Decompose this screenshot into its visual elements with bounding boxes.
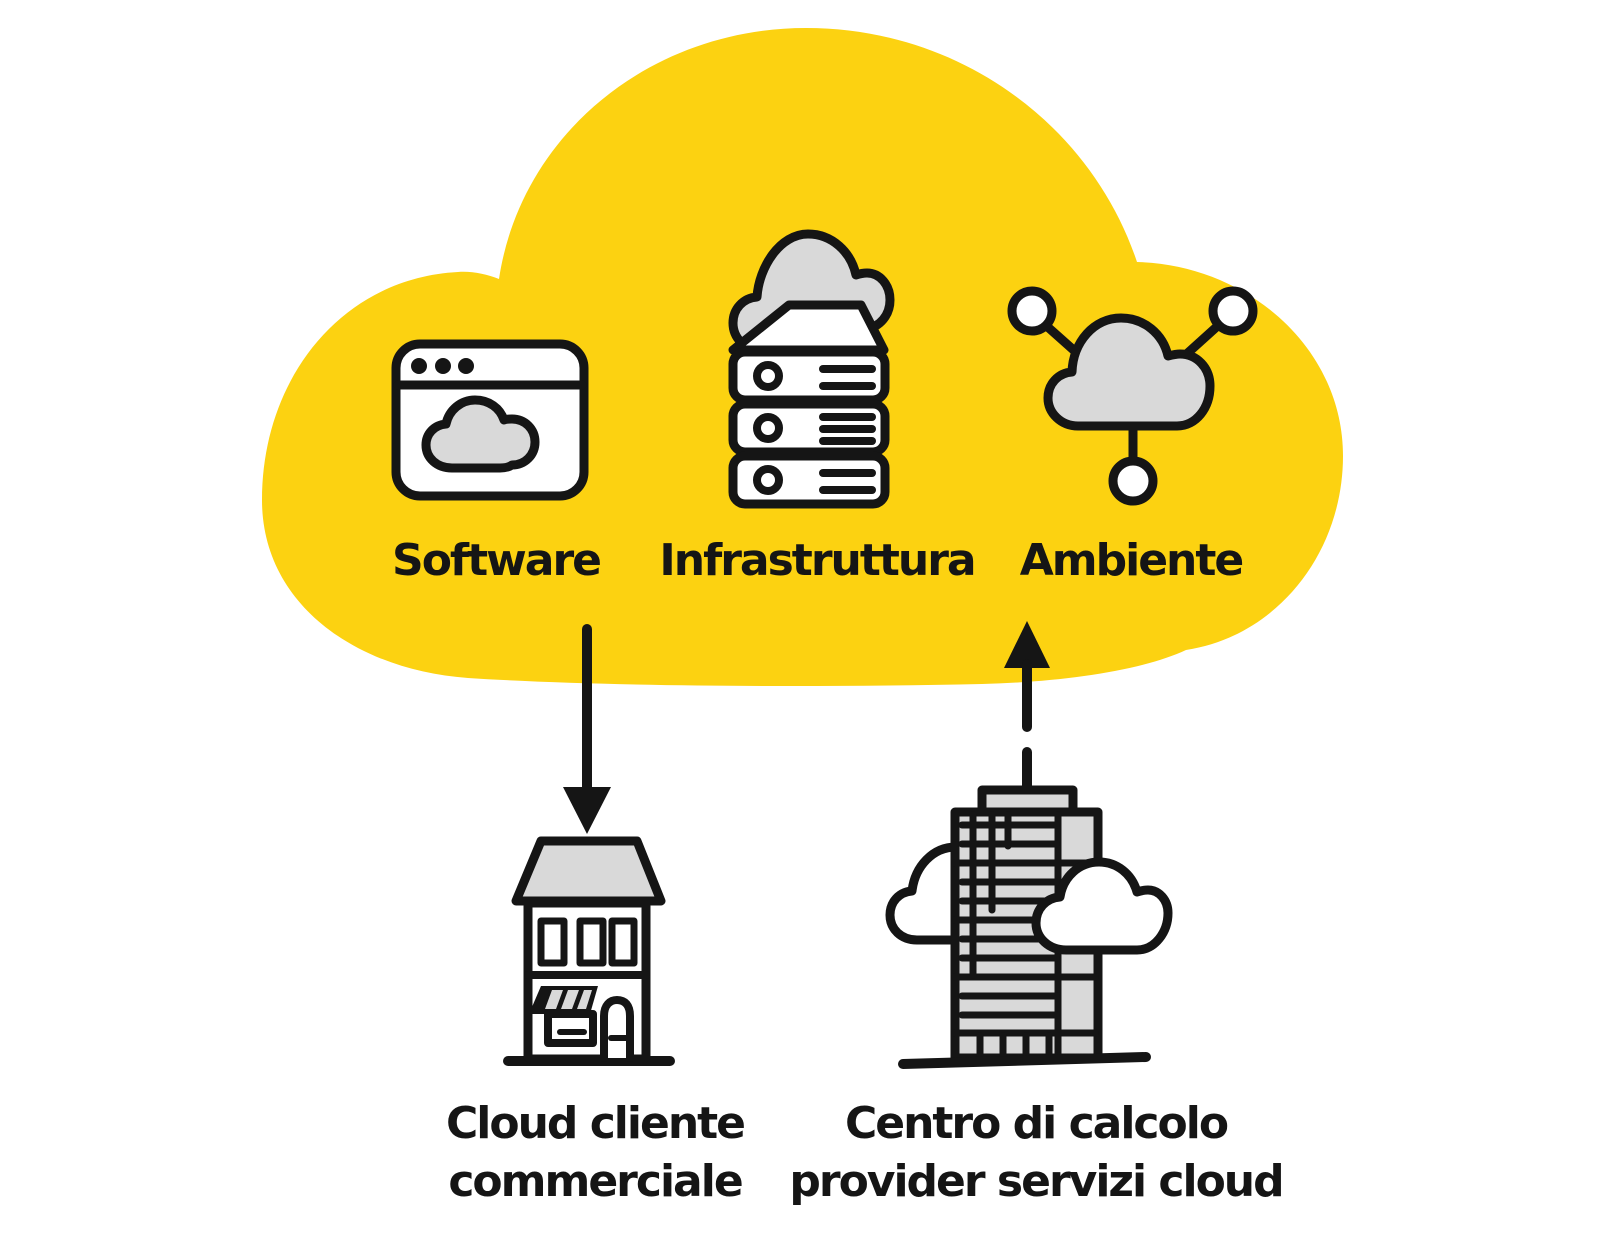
provider-label-line1: Centro di calcolo bbox=[844, 1098, 1229, 1149]
browser-dot-icon bbox=[435, 358, 451, 374]
office-tower-clouds-icon bbox=[885, 747, 1173, 1069]
network-node bbox=[1108, 456, 1158, 506]
tower-right-cloud bbox=[1031, 857, 1173, 955]
connected-cloud-network-icon bbox=[1007, 286, 1258, 506]
provider-to-ambiente-arrow bbox=[1004, 621, 1050, 732]
server-led bbox=[753, 465, 783, 495]
arrow-head-up-icon bbox=[1004, 621, 1050, 668]
server-led bbox=[753, 413, 783, 443]
tower-ground-line bbox=[898, 1052, 1151, 1069]
awning-stripes bbox=[545, 990, 592, 1009]
server-vent-lines bbox=[819, 365, 876, 494]
browser-cloud-glyph bbox=[421, 395, 540, 473]
house-window bbox=[576, 917, 607, 967]
software-to-client-arrow bbox=[563, 624, 611, 834]
shop-house-icon bbox=[503, 836, 675, 1066]
browser-dot-icon bbox=[411, 358, 427, 374]
server-stack-cloud-icon bbox=[728, 229, 895, 509]
browser-dot-icon bbox=[458, 358, 474, 374]
browser-window-cloud-icon bbox=[391, 339, 589, 501]
server-led bbox=[753, 361, 783, 391]
tower-entrance-columns bbox=[976, 1032, 1053, 1059]
client-label-line1: Cloud cliente bbox=[445, 1098, 746, 1149]
client-label: Cloud cliente commerciale bbox=[445, 1095, 746, 1211]
shop-window bbox=[544, 1010, 597, 1047]
network-cloud-glyph bbox=[1043, 313, 1215, 431]
client-label-line2: commerciale bbox=[448, 1156, 743, 1207]
shop-door bbox=[600, 996, 634, 1062]
software-label: Software bbox=[392, 535, 602, 586]
house-window bbox=[608, 917, 638, 967]
house-window bbox=[537, 917, 568, 967]
infrastruttura-label: Infrastruttura bbox=[659, 535, 976, 586]
provider-label-line2: provider servizi cloud bbox=[789, 1156, 1284, 1207]
arrow-head-down-icon bbox=[563, 787, 611, 834]
server-lid bbox=[728, 300, 889, 355]
house-roof bbox=[511, 836, 666, 906]
network-node bbox=[1208, 286, 1258, 336]
provider-label: Centro di calcolo provider servizi cloud bbox=[789, 1095, 1284, 1211]
network-node bbox=[1007, 286, 1057, 336]
ambiente-label: Ambiente bbox=[1019, 535, 1245, 586]
